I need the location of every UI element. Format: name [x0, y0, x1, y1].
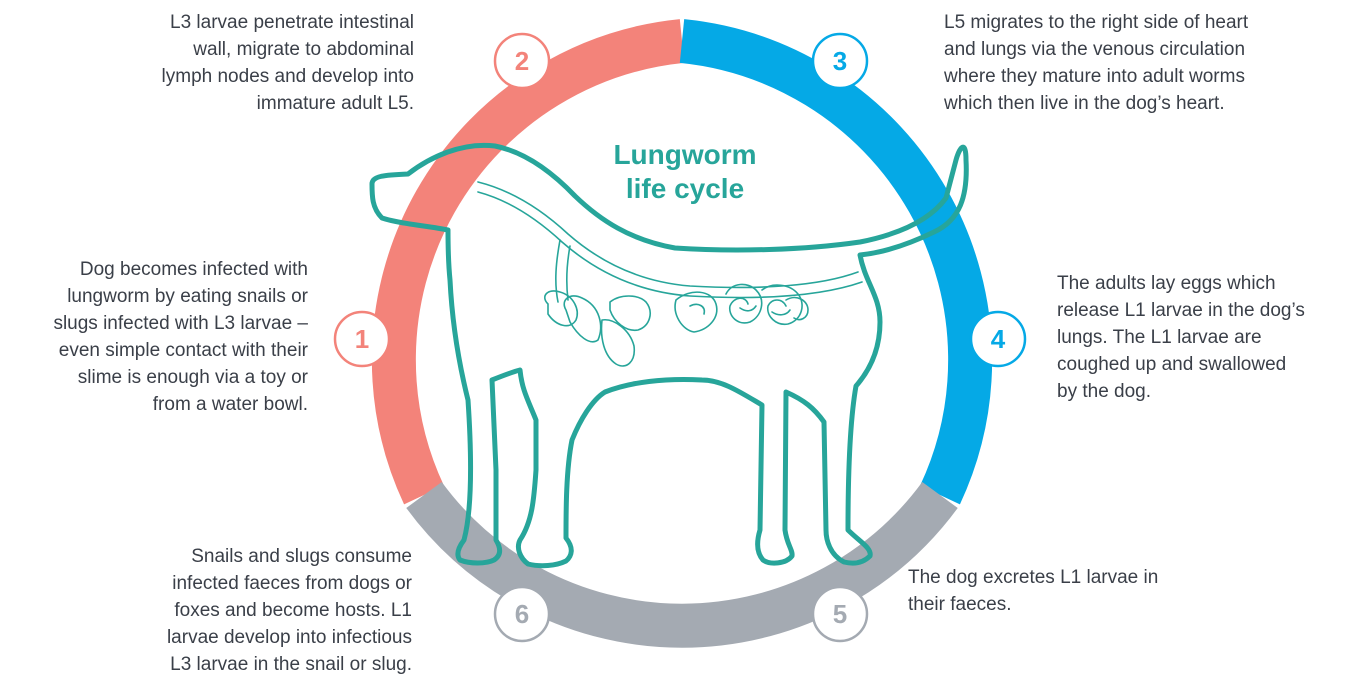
stage-1-line: from a water bowl. [0, 391, 308, 418]
stage-3-line: which then live in the dog’s heart. [944, 90, 1344, 117]
stage-1-line: lungworm by eating snails or [0, 283, 308, 310]
stage-1-line: slime is enough via a toy or [0, 364, 308, 391]
stage-5-badge: 5 [813, 587, 867, 641]
stage-3-badge: 3 [813, 34, 867, 88]
badge-number: 4 [991, 324, 1006, 354]
stage-5-line: The dog excretes L1 larvae in [908, 564, 1248, 591]
badge-number: 3 [833, 46, 847, 76]
stage-4-line: lungs. The L1 larvae are [1057, 324, 1352, 351]
stage-3-line: L5 migrates to the right side of heart [944, 9, 1344, 36]
stage-6-line: Snails and slugs consume [60, 543, 412, 570]
stage-6-line: infected faeces from dogs or [60, 570, 412, 597]
diagram-title: Lungworm life cycle [540, 138, 830, 206]
stage-2-badge: 2 [495, 34, 549, 88]
stage-4-line: by the dog. [1057, 378, 1352, 405]
badge-number: 6 [515, 599, 529, 629]
stage-2-line: lymph nodes and develop into [30, 63, 414, 90]
badge-number: 5 [833, 599, 847, 629]
stage-3-line: where they mature into adult worms [944, 63, 1344, 90]
stage-2-line: wall, migrate to abdominal [30, 36, 414, 63]
stage-3-line: and lungs via the venous circulation [944, 36, 1344, 63]
stage-4-line: release L1 larvae in the dog’s [1057, 297, 1352, 324]
stage-1-line: slugs infected with L3 larvae – [0, 310, 308, 337]
stage-6-badge: 6 [495, 587, 549, 641]
stage-6-line: L3 larvae in the snail or slug. [60, 651, 412, 678]
stage-6-line: foxes and become hosts. L1 [60, 597, 412, 624]
stage-1-line: Dog becomes infected with [0, 256, 308, 283]
stage-2-line: L3 larvae penetrate intestinal [30, 9, 414, 36]
title-line-2: life cycle [540, 172, 830, 206]
stage-1-line: even simple contact with their [0, 337, 308, 364]
title-line-1: Lungworm [540, 138, 830, 172]
stage-6-line: larvae develop into infectious [60, 624, 412, 651]
badge-number: 2 [515, 46, 529, 76]
badge-number: 1 [355, 324, 369, 354]
stage-5-line: their faeces. [908, 591, 1248, 618]
stage-4-line: The adults lay eggs which [1057, 270, 1352, 297]
stage-2-line: immature adult L5. [30, 90, 414, 117]
stage-4-badge: 4 [971, 312, 1025, 366]
organ-lineart [478, 182, 862, 366]
dog-outline [372, 145, 966, 565]
stage-1-badge: 1 [335, 312, 389, 366]
stage-4-line: coughed up and swallowed [1057, 351, 1352, 378]
